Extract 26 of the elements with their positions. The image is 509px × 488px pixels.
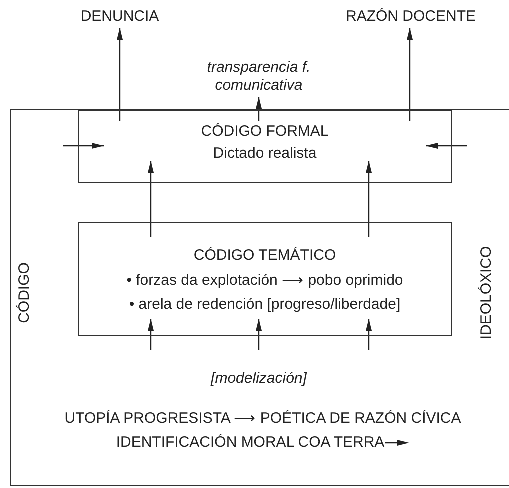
box-heading: CÓDIGO FORMAL xyxy=(201,123,329,141)
annotation-text: transparencia f. comunicativa xyxy=(194,59,324,97)
concept-label: RAZÓN DOCENTE xyxy=(343,6,479,28)
arrow xyxy=(407,28,413,121)
annotation-text: [modelización] xyxy=(211,370,307,388)
arrow xyxy=(63,143,104,149)
arrow xyxy=(366,319,372,350)
arrow xyxy=(366,161,372,237)
outer-frame xyxy=(10,109,509,486)
arrow xyxy=(256,319,262,350)
code-box xyxy=(78,222,452,336)
box-text: Dictado realista xyxy=(213,145,317,163)
concept-label: DENUNCIA xyxy=(76,6,164,28)
arrow xyxy=(426,143,467,149)
box-heading: CÓDIGO TEMÁTICO xyxy=(194,247,336,265)
bullet-text: • forzas da explotación ⟶ pobo oprimido xyxy=(126,272,404,290)
side-label: CÓDIGO xyxy=(16,262,34,324)
arrow xyxy=(148,319,154,350)
arrow xyxy=(117,28,123,121)
bullet-text: • arela de redención [progreso/liberdade] xyxy=(129,296,401,314)
statement-text: IDENTIFICACIÓN MORAL COA TERRA xyxy=(116,434,385,452)
side-label: IDEOLÓXICO xyxy=(478,246,496,340)
statement-text: UTOPÍA PROGRESISTA ⟶ POÉTICA DE RAZÓN CÍVICA xyxy=(64,410,462,428)
code-box xyxy=(78,110,452,183)
arrow xyxy=(148,161,154,237)
arrow xyxy=(256,97,262,121)
